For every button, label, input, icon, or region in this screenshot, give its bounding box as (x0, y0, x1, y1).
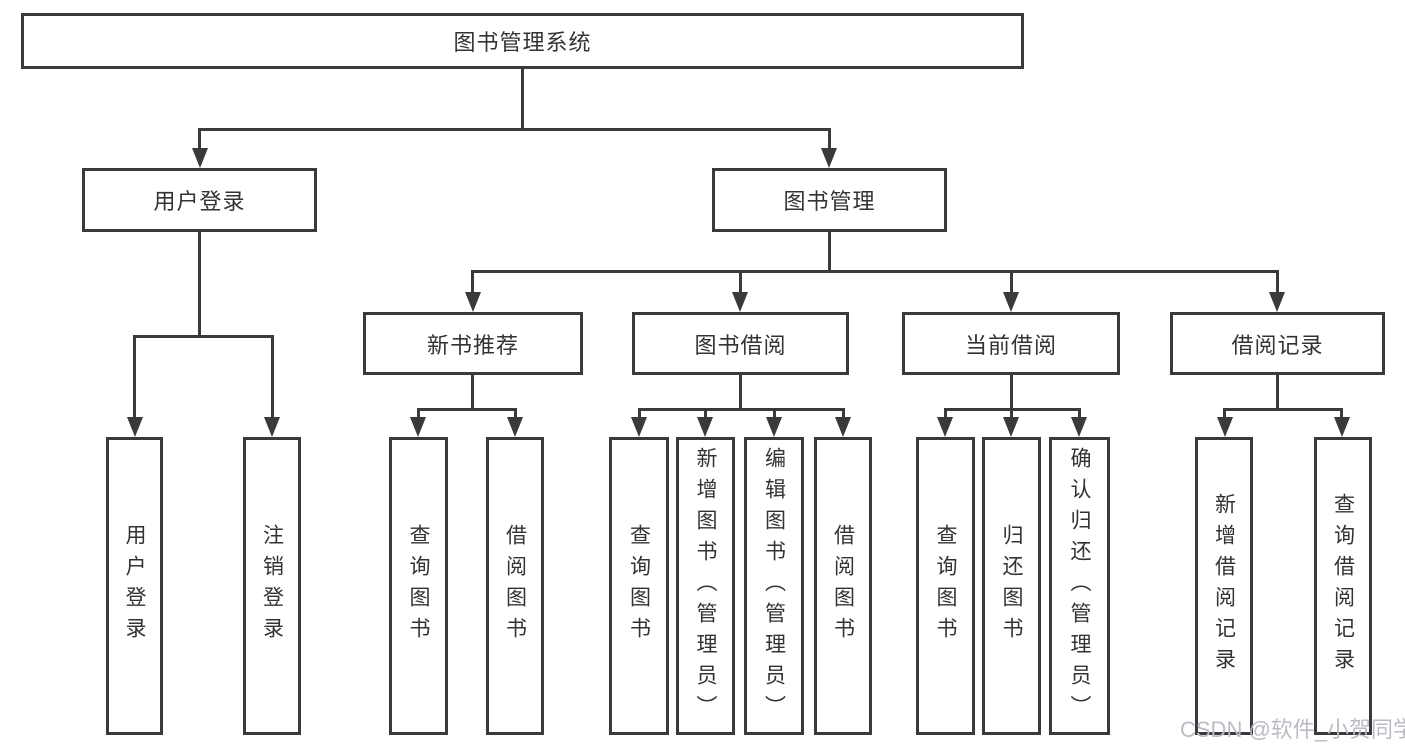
arrow-down-icon (697, 417, 713, 437)
arrow-down-icon (507, 417, 523, 437)
arrow-down-icon (766, 417, 782, 437)
connector-line (704, 408, 707, 419)
leaf-borrow-borrow-book-label: 借阅图书 (831, 524, 855, 648)
leaf-borrow-query: 查询图书 (609, 437, 669, 735)
connector-line (198, 128, 201, 152)
leaf-logout-label: 注销登录 (260, 524, 284, 648)
node-borrow-records-label: 借阅记录 (1231, 332, 1324, 358)
arrow-down-icon (410, 417, 426, 437)
connector-line (638, 408, 845, 411)
connector-line (471, 270, 474, 294)
arrow-down-icon (192, 148, 208, 168)
arrow-down-icon (1003, 417, 1019, 437)
leaf-record-query: 查询借阅记录 (1314, 437, 1372, 735)
connector-line (944, 408, 947, 419)
leaf-newbook-query-label: 查询图书 (407, 524, 430, 648)
connector-line (198, 232, 201, 335)
leaf-current-return: 归还图书 (982, 437, 1041, 735)
node-root: 图书管理系统 (21, 13, 1024, 69)
connector-line (417, 408, 517, 411)
leaf-logout: 注销登录 (243, 437, 301, 735)
arrow-down-icon (1217, 417, 1233, 437)
arrow-down-icon (937, 417, 953, 437)
node-book-management: 图书管理 (712, 168, 947, 232)
leaf-borrow-borrow-book: 借阅图书 (814, 437, 872, 735)
connector-line (133, 335, 136, 419)
arrow-down-icon (631, 417, 647, 437)
node-new-book-recommend: 新书推荐 (363, 312, 583, 375)
arrow-down-icon (127, 417, 143, 437)
leaf-user-login-label: 用户登录 (123, 524, 146, 648)
connector-line (638, 408, 641, 419)
node-borrow-records: 借阅记录 (1170, 312, 1385, 375)
node-user-login-label: 用户登录 (153, 189, 246, 214)
arrow-down-icon (821, 148, 837, 168)
leaf-user-login: 用户登录 (106, 437, 163, 735)
arrow-down-icon (465, 292, 481, 312)
node-book-management-label: 图书管理 (783, 189, 876, 214)
leaf-record-add: 新增借阅记录 (1195, 437, 1253, 735)
leaf-newbook-borrow: 借阅图书 (486, 437, 544, 735)
arrow-down-icon (264, 417, 280, 437)
node-book-borrowing-label: 图书借阅 (694, 332, 787, 358)
leaf-record-query-label: 查询借阅记录 (1331, 493, 1355, 679)
connector-line (1223, 408, 1343, 411)
connector-line (471, 270, 1279, 273)
node-user-login: 用户登录 (82, 168, 317, 232)
leaf-borrow-add-book: 新增图书（管理员） (676, 437, 735, 735)
csdn-watermark: CSDN @软件_小贺同学 (1180, 717, 1405, 742)
arrow-down-icon (732, 292, 748, 312)
connector-line (1276, 375, 1279, 408)
connector-line (739, 375, 742, 408)
node-current-borrowing: 当前借阅 (902, 312, 1120, 375)
arrow-down-icon (835, 417, 851, 437)
leaf-current-confirm-return: 确认归还（管理员） (1049, 437, 1110, 735)
node-new-book-recommend-label: 新书推荐 (426, 332, 519, 358)
leaf-borrow-edit-book: 编辑图书（管理员） (744, 437, 804, 735)
connector-line (828, 232, 831, 270)
arrow-down-icon (1269, 292, 1285, 312)
leaf-newbook-borrow-label: 借阅图书 (503, 524, 527, 648)
connector-line (198, 128, 831, 131)
leaf-current-return-label: 归还图书 (1000, 524, 1023, 648)
connector-line (828, 128, 831, 152)
node-current-borrowing-label: 当前借阅 (964, 332, 1057, 358)
connector-line (1276, 270, 1279, 294)
connector-line (1078, 408, 1081, 419)
leaf-borrow-query-label: 查询图书 (627, 524, 651, 648)
leaf-borrow-edit-book-label: 编辑图书（管理员） (762, 446, 786, 726)
connector-line (521, 69, 524, 128)
connector-line (1010, 270, 1013, 294)
connector-line (739, 270, 742, 294)
node-root-label: 图书管理系统 (453, 30, 592, 55)
leaf-current-confirm-return-label: 确认归还（管理员） (1068, 446, 1091, 726)
connector-line (1010, 375, 1013, 408)
leaf-current-query-label: 查询图书 (934, 524, 957, 648)
connector-line (271, 335, 274, 419)
arrow-down-icon (1071, 417, 1087, 437)
connector-line (842, 408, 845, 419)
connector-line (417, 408, 420, 419)
connector-line (1010, 408, 1013, 419)
leaf-current-query: 查询图书 (916, 437, 975, 735)
connector-line (133, 335, 274, 338)
node-book-borrowing: 图书借阅 (632, 312, 849, 375)
connector-line (773, 408, 776, 419)
leaf-newbook-query: 查询图书 (389, 437, 448, 735)
connector-line (1223, 408, 1226, 419)
connector-line (514, 408, 517, 419)
leaf-record-add-label: 新增借阅记录 (1212, 493, 1236, 679)
leaf-borrow-add-book-label: 新增图书（管理员） (694, 446, 717, 726)
connector-line (1340, 408, 1343, 419)
connector-line (471, 375, 474, 408)
arrow-down-icon (1334, 417, 1350, 437)
arrow-down-icon (1003, 292, 1019, 312)
